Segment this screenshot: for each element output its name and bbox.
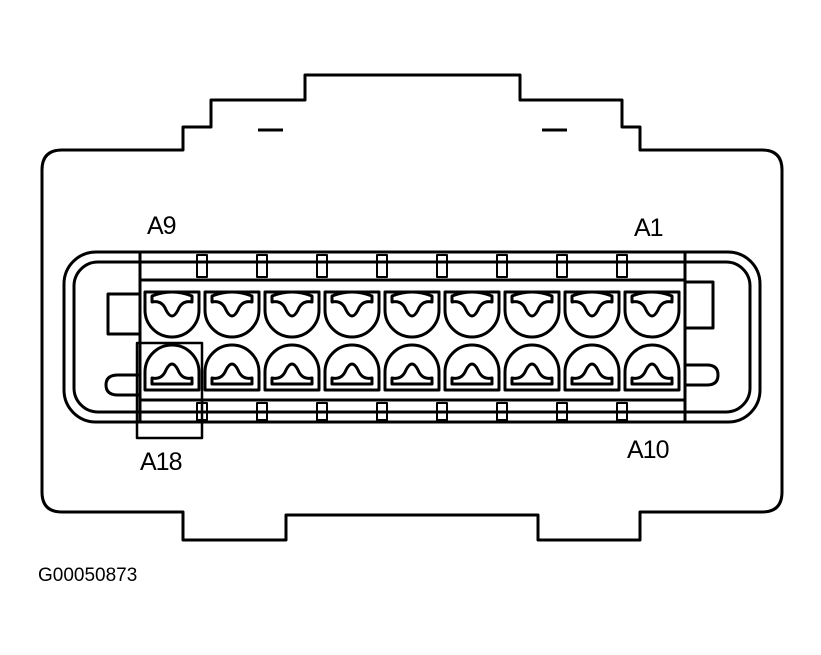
pin-cavity-bottom bbox=[563, 343, 621, 392]
pin-cavity-bottom bbox=[263, 343, 321, 392]
pin-label-a1: A1 bbox=[634, 214, 664, 242]
bottom-rib bbox=[256, 402, 268, 421]
terminal-bottom bbox=[210, 362, 254, 386]
terminal-bottom bbox=[390, 362, 434, 386]
pin-cavity-top bbox=[143, 290, 201, 339]
bottom-rib bbox=[496, 402, 508, 421]
top-rib bbox=[256, 254, 268, 278]
terminal-top bbox=[270, 290, 314, 318]
bottom-rib bbox=[196, 402, 208, 421]
pin-cavity-bottom bbox=[143, 343, 201, 392]
top-rib bbox=[556, 254, 568, 278]
pin-cavity-top bbox=[563, 290, 621, 339]
bottom-rib bbox=[616, 402, 628, 421]
top-rib bbox=[616, 254, 628, 278]
terminal-bottom bbox=[510, 362, 554, 386]
pin-label-a10: A10 bbox=[627, 436, 669, 464]
pin-cavity-top bbox=[623, 290, 681, 339]
pin-cavity-top bbox=[323, 290, 381, 339]
pin-cavity-bottom bbox=[443, 343, 501, 392]
pin-cavity-top bbox=[503, 290, 561, 339]
terminal-bottom bbox=[570, 362, 614, 386]
right-latch-pin bbox=[685, 363, 720, 387]
terminal-top bbox=[210, 290, 254, 318]
pin-cavity-top bbox=[263, 290, 321, 339]
terminal-bottom bbox=[330, 362, 374, 386]
terminal-top bbox=[330, 290, 374, 318]
pin-cavity-bottom bbox=[203, 343, 261, 392]
pin-label-a9: A9 bbox=[147, 212, 177, 240]
figure-code: G00050873 bbox=[38, 565, 138, 586]
terminal-top bbox=[390, 290, 434, 318]
pin-cavity-bottom bbox=[503, 343, 561, 392]
bottom-rib bbox=[376, 402, 388, 421]
bottom-rib bbox=[316, 402, 328, 421]
terminal-bottom bbox=[450, 362, 494, 386]
terminal-top bbox=[450, 290, 494, 318]
left-key bbox=[106, 292, 142, 336]
top-rib bbox=[496, 254, 508, 278]
terminal-bottom bbox=[150, 362, 194, 386]
connector-housing-outline bbox=[40, 73, 784, 542]
pin-cavity-bottom bbox=[383, 343, 441, 392]
top-rib bbox=[196, 254, 208, 278]
terminal-top bbox=[630, 290, 674, 318]
pin-cavity-top bbox=[203, 290, 261, 339]
terminal-bottom bbox=[630, 362, 674, 386]
left-latch-pin bbox=[104, 373, 140, 397]
bottom-rib bbox=[436, 402, 448, 421]
top-rib bbox=[436, 254, 448, 278]
pin-cavity-bottom bbox=[623, 343, 681, 392]
pin-cavity-top bbox=[383, 290, 441, 339]
bottom-rib bbox=[556, 402, 568, 421]
top-rib bbox=[316, 254, 328, 278]
pin-cavity-top bbox=[443, 290, 501, 339]
pin-block bbox=[138, 250, 687, 424]
terminal-top bbox=[570, 290, 614, 318]
right-key bbox=[683, 280, 715, 330]
terminal-top bbox=[510, 290, 554, 318]
pin-a18-highlight bbox=[135, 341, 204, 440]
pin-cavity-bottom bbox=[323, 343, 381, 392]
inner-shroud-inner bbox=[72, 260, 752, 414]
pin-label-a18: A18 bbox=[140, 448, 182, 476]
terminal-top bbox=[150, 290, 194, 318]
terminal-bottom bbox=[270, 362, 314, 386]
top-rib bbox=[376, 254, 388, 278]
